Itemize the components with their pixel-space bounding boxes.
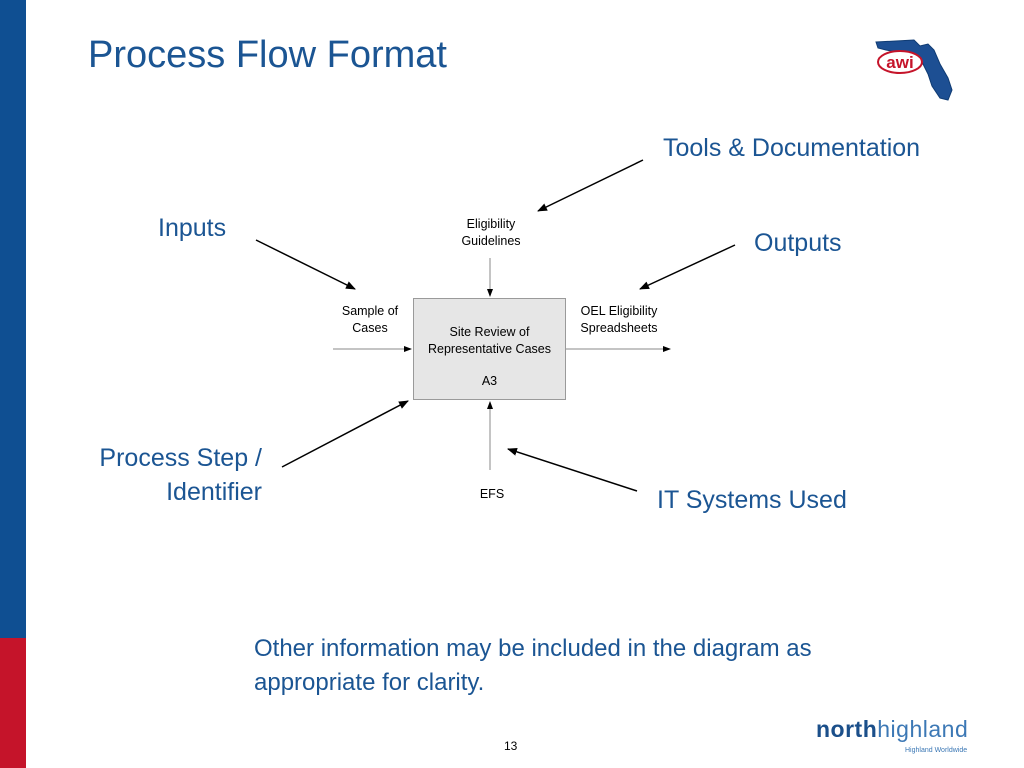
northhighland-logo: northhighland Highland Worldwide: [816, 716, 969, 754]
note-text: Other information may be included in the…: [254, 635, 812, 696]
slide-title: Process Flow Format: [88, 34, 447, 76]
control-label: Eligibility Guidelines: [436, 216, 546, 250]
northhighland-logo-highland: highland: [877, 716, 969, 742]
awi-logo: awi: [870, 28, 960, 106]
process-title: Site Review of Representative Cases: [414, 324, 565, 358]
callout-process-step-line1: Process Step /: [99, 444, 262, 472]
control-label-line1: Eligibility: [466, 217, 516, 231]
input-label-line2: Cases: [352, 321, 388, 335]
input-label: Sample of Cases: [325, 303, 415, 337]
callout-outputs: Outputs: [754, 229, 842, 257]
tools-pointer-arrow: [537, 159, 644, 212]
control-label-line2: Guidelines: [461, 234, 521, 248]
page-number: 13: [504, 739, 518, 753]
it-systems-pointer-arrow: [507, 447, 638, 492]
northhighland-tagline: Highland Worldwide: [905, 747, 968, 754]
output-label-line1: OEL Eligibility: [580, 304, 658, 318]
outputs-pointer-arrow: [639, 244, 736, 290]
process-id: A3: [481, 374, 498, 388]
inputs-pointer-arrow: [255, 239, 356, 290]
input-label-line1: Sample of: [341, 304, 399, 318]
process-title-line1: Site Review of: [449, 325, 530, 339]
process-title-line2: Representative Cases: [428, 342, 551, 356]
sidebar-blue-stripe: [0, 0, 26, 638]
svg-text:awi: awi: [886, 53, 913, 72]
callout-tools-documentation: Tools & Documentation: [663, 134, 921, 162]
output-label: OEL Eligibility Spreadsheets: [563, 303, 675, 337]
callout-process-step-line2: Identifier: [166, 478, 262, 506]
process-box: Site Review of Representative Cases A3: [413, 298, 566, 400]
callout-inputs: Inputs: [158, 214, 227, 242]
callout-it-systems: IT Systems Used: [657, 486, 847, 514]
process-step-pointer-arrow: [281, 400, 409, 468]
florida-map-icon: awi: [875, 39, 953, 101]
northhighland-logo-north: north: [816, 716, 878, 742]
mechanism-label: EFS: [479, 487, 505, 501]
callout-process-step: Process Step / Identifier: [60, 441, 262, 509]
output-label-line2: Spreadsheets: [580, 321, 658, 335]
sidebar-red-stripe: [0, 638, 26, 768]
